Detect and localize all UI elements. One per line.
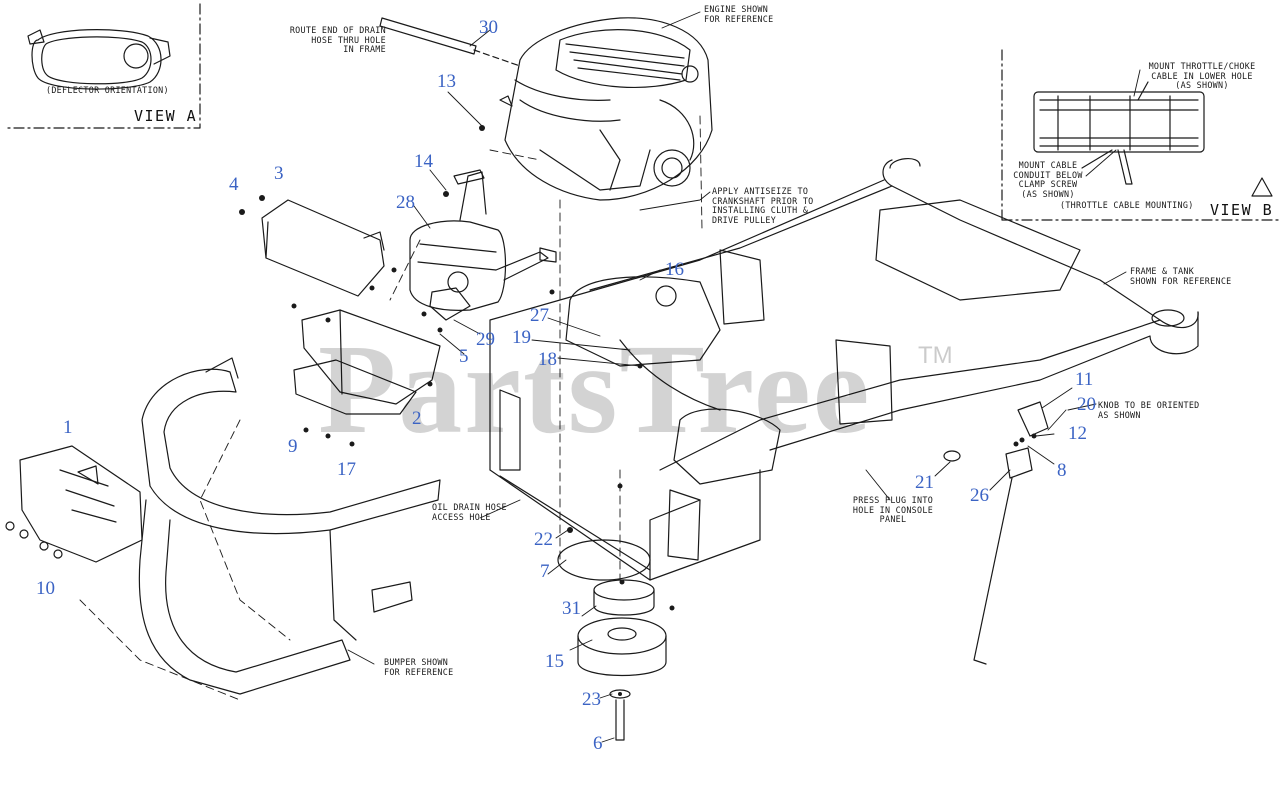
view-a-panel xyxy=(5,3,201,129)
callout-1: 1 xyxy=(63,417,73,438)
deflector-bracket xyxy=(293,309,441,415)
view-a-title: VIEW A xyxy=(134,107,198,125)
callout-28: 28 xyxy=(396,192,415,213)
view-b-title: VIEW B xyxy=(1210,201,1274,219)
callout-19: 19 xyxy=(512,327,531,348)
frame xyxy=(489,158,1199,581)
note-frame-tank: FRAME & TANK SHOWN FOR REFERENCE xyxy=(1130,266,1232,286)
engine xyxy=(499,17,713,201)
callout-15: 15 xyxy=(545,651,564,672)
note-deflector-orientation: (DEFLECTOR ORIENTATION) xyxy=(46,85,169,95)
clutch-bolt xyxy=(609,689,631,741)
callout-29: 29 xyxy=(476,329,495,350)
note-throttle-cable-mounting: (THROTTLE CABLE MOUNTING) xyxy=(1060,200,1194,210)
callout-6: 6 xyxy=(593,733,603,754)
note-bumper: BUMPER SHOWN FOR REFERENCE xyxy=(384,657,454,677)
callout-14: 14 xyxy=(414,151,433,172)
note-knob-orientation: KNOB TO BE ORIENTED AS SHOWN xyxy=(1098,400,1200,420)
callout-9: 9 xyxy=(288,436,298,457)
callout-18: 18 xyxy=(538,349,557,370)
callout-22: 22 xyxy=(534,529,553,550)
callout-27: 27 xyxy=(530,305,549,326)
view-b-panel xyxy=(1001,47,1280,221)
bumper xyxy=(138,357,441,695)
electric-clutch xyxy=(577,617,667,677)
drain-hose xyxy=(379,17,521,67)
callout-8: 8 xyxy=(1057,460,1067,481)
watermark: PartsTree xyxy=(318,318,872,460)
bumper-plate xyxy=(5,445,143,563)
callout-5: 5 xyxy=(459,346,469,367)
note-antiseize: APPLY ANTISEIZE TO CRANKSHAFT PRIOR TO I… xyxy=(712,186,814,225)
note-mount-conduit: MOUNT CABLE CONDUIT BELOW CLAMP SCREW (A… xyxy=(1013,160,1083,199)
callout-13: 13 xyxy=(437,71,456,92)
watermark-trademark: TM xyxy=(918,342,953,369)
note-press-plug: PRESS PLUG INTO HOLE IN CONSOLE PANEL xyxy=(852,495,934,524)
callout-2: 2 xyxy=(412,408,422,429)
callout-30: 30 xyxy=(479,17,498,38)
callout-16: 16 xyxy=(665,259,684,280)
callout-12: 12 xyxy=(1068,423,1087,444)
callout-10: 10 xyxy=(36,578,55,599)
callout-3: 3 xyxy=(274,163,284,184)
note-mount-throttle: MOUNT THROTTLE/CHOKE CABLE IN LOWER HOLE… xyxy=(1148,61,1256,90)
callout-11: 11 xyxy=(1075,369,1094,390)
callout-21: 21 xyxy=(915,472,934,493)
drive-pulley xyxy=(593,579,655,616)
callout-26: 26 xyxy=(970,485,989,506)
callout-4: 4 xyxy=(229,174,239,195)
muffler xyxy=(409,169,557,311)
callout-20: 20 xyxy=(1077,394,1096,415)
callout-17: 17 xyxy=(337,459,356,480)
callout-23: 23 xyxy=(582,689,601,710)
note-route-drain-hose: ROUTE END OF DRAIN HOSE THRU HOLE IN FRA… xyxy=(289,25,386,54)
note-engine-reference: ENGINE SHOWN FOR REFERENCE xyxy=(704,4,774,24)
callout-7: 7 xyxy=(540,561,550,582)
throttle-control xyxy=(943,401,1049,665)
callout-31: 31 xyxy=(562,598,581,619)
note-oil-drain: OIL DRAIN HOSE ACCESS HOLE xyxy=(432,502,507,522)
heat-shield xyxy=(261,199,471,321)
